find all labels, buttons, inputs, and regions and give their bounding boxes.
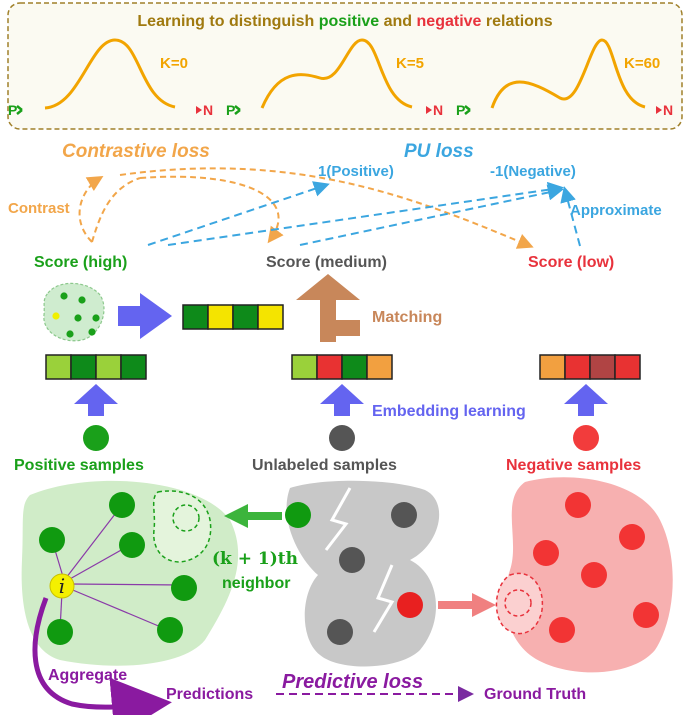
score-high-label: Score (high): [34, 254, 127, 271]
contrast-arrow-medium: [139, 175, 284, 244]
graph-node: [47, 619, 73, 645]
distribution-curve: [490, 38, 646, 109]
unlabeled-sample-node: [329, 425, 355, 451]
graph-node: [581, 562, 607, 588]
contrast-arrow: [78, 175, 104, 243]
graph-node: [109, 492, 135, 518]
positive-aggregate-blob: [43, 282, 105, 342]
n-label: N: [203, 102, 213, 118]
graph-node: [533, 540, 559, 566]
distribution-curve-k60: P N K=60: [456, 38, 673, 118]
graph-node: [39, 527, 65, 553]
contrastive-loss-title: Contrastive loss: [62, 141, 210, 162]
positive-embed-arrow: [74, 384, 118, 416]
graph-node: [339, 547, 365, 573]
neighbor-slot: [152, 490, 212, 563]
distribution-curve-k0: P N K=0: [8, 38, 213, 118]
split-lightning: [372, 564, 395, 633]
n-label: N: [433, 102, 443, 118]
negative-embedding-bar: [539, 354, 641, 380]
ground-truth-label: Ground Truth: [484, 686, 586, 703]
unlabeled-graph-region: [285, 480, 440, 667]
header-title: Learning to distinguish positive and neg…: [137, 13, 552, 30]
pu-loss-title: PU loss: [404, 141, 474, 162]
k-label: K=5: [396, 55, 424, 72]
graph-node: [119, 532, 145, 558]
negative-graph-region: [495, 477, 673, 673]
matching-arrow: [296, 274, 360, 342]
graph-node: [171, 575, 197, 601]
graph-node: [157, 617, 183, 643]
unlabeled-embed-arrow: [320, 384, 364, 416]
negative-target-label: -1(Negative): [490, 163, 576, 180]
node-i-label: i: [59, 574, 65, 598]
score-medium-label: Score (medium): [266, 254, 387, 271]
pu-arrow-negative-from-medium: [299, 184, 564, 246]
aggregate-arrow: [118, 293, 172, 339]
embedding-learning-label: Embedding learning: [372, 403, 526, 420]
positive-graph-region: i: [21, 480, 239, 666]
predictive-loss-title: Predictive loss: [282, 671, 423, 693]
neighbor-formula: (k + 1)th: [212, 549, 298, 569]
neighbor-slot: [495, 572, 544, 635]
negative-embed-arrow: [564, 384, 608, 416]
header-panel: Learning to distinguish positive and neg…: [7, 2, 683, 130]
graph-node: [565, 492, 591, 518]
distribution-curve: [44, 38, 176, 110]
score-low-label: Score (low): [528, 254, 614, 271]
k-label: K=60: [624, 55, 660, 72]
aggregate-label: Aggregate: [48, 667, 127, 684]
contrast-arrow-back: [91, 177, 141, 243]
graph-node: [549, 617, 575, 643]
approximate-label: Approximate: [570, 202, 662, 219]
positive-embedding-bar: [45, 354, 147, 380]
split-lightning: [324, 487, 352, 551]
aggregated-embedding-bar: [182, 304, 284, 330]
graph-node: [285, 502, 311, 528]
contrast-label: Contrast: [8, 200, 70, 217]
p-label: P: [456, 102, 465, 118]
distribution-curve-k5: P N K=5: [226, 38, 443, 118]
distribution-curve: [260, 38, 413, 109]
k-label: K=0: [160, 55, 188, 72]
neighbor-word: neighbor: [222, 575, 290, 592]
pu-arrow-positive: [147, 181, 330, 246]
matching-label: Matching: [372, 309, 442, 326]
graph-node: [633, 602, 659, 628]
aggregate-to-prediction-arrow: [32, 597, 172, 715]
approximate-arrow: [560, 186, 581, 247]
aggregation-edges: [51, 504, 183, 631]
positive-sample-node: [83, 425, 109, 451]
graph-node: [619, 524, 645, 550]
predictions-label: Predictions: [166, 686, 253, 703]
unlabeled-samples-label: Unlabeled samples: [252, 457, 397, 474]
target-node-i: [49, 573, 75, 599]
negative-selection-arrow: [438, 593, 496, 617]
unlabeled-embedding-bar: [291, 354, 393, 380]
graph-node: [391, 502, 417, 528]
neighbor-selection-arrow: [224, 504, 282, 528]
graph-node: [397, 592, 423, 618]
graph-node: [327, 619, 353, 645]
negative-sample-node: [573, 425, 599, 451]
n-label: N: [663, 102, 673, 118]
positive-target-label: 1(Positive): [318, 163, 394, 180]
p-label: P: [8, 102, 17, 118]
p-label: P: [226, 102, 235, 118]
contrast-arrows: [78, 167, 534, 249]
contrast-arrow-low: [119, 167, 534, 249]
positive-samples-label: Positive samples: [14, 457, 144, 474]
pu-arrow-negative-from-high: [167, 181, 564, 246]
negative-samples-label: Negative samples: [506, 457, 641, 474]
pu-arrows: [147, 181, 581, 247]
